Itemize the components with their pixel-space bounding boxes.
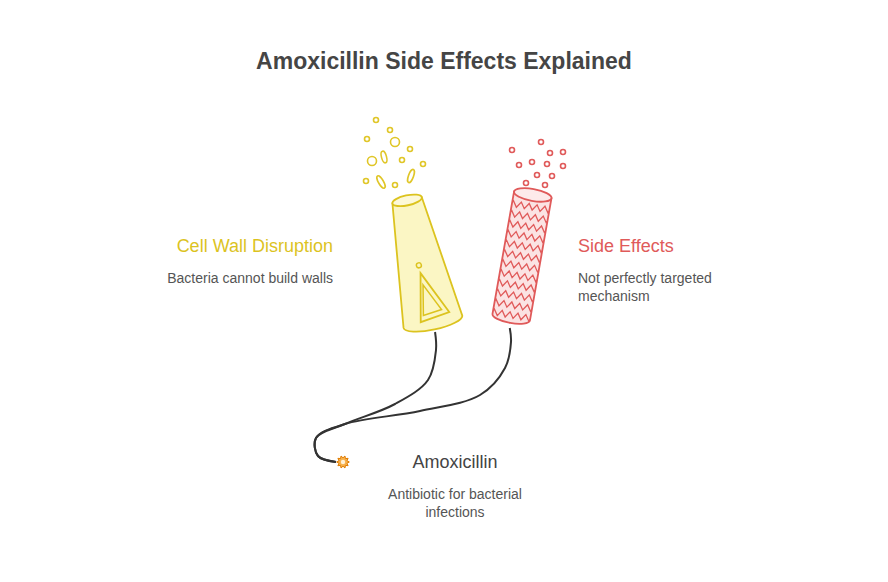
spark-dot (510, 148, 515, 153)
firecracker-node: Cell Wall DisruptionBacteria cannot buil… (385, 190, 462, 332)
spark-dot (530, 160, 535, 165)
zigzag-pattern (500, 249, 544, 263)
cone-body (378, 194, 464, 336)
cone-mark (417, 282, 442, 315)
node-outline (336, 455, 350, 469)
spark-dot (368, 157, 377, 166)
spark-dot (543, 183, 548, 188)
cone-top (391, 192, 422, 208)
spark-core (341, 460, 345, 464)
node-heading: Amoxicillin (372, 451, 538, 473)
spark-dot (388, 128, 393, 133)
spark-dot (421, 162, 426, 167)
spark-dot (548, 151, 553, 156)
spark-dot (524, 181, 529, 186)
fuse-connector (315, 328, 511, 462)
spark-dot (535, 173, 540, 178)
cylinder-body (491, 192, 551, 327)
fuse-node: AmoxicillinAntibiotic for bacterial infe… (336, 455, 350, 469)
spark-dot (365, 137, 370, 142)
spark-drop (380, 151, 388, 164)
spark-dot (561, 150, 566, 155)
spark-dot (561, 164, 566, 169)
zigzag-pattern (491, 298, 535, 312)
firecracker-cylinder (489, 185, 556, 327)
spark-dot (550, 174, 555, 179)
spark-dot (374, 118, 379, 123)
spark-dot (517, 163, 522, 168)
zigzag-pattern (505, 220, 549, 234)
diagram-title: Amoxicillin Side Effects Explained (0, 48, 888, 75)
cone-dot (416, 262, 422, 268)
spark-dot (391, 138, 400, 147)
zigzag-pattern (507, 210, 551, 224)
zigzag-pattern (493, 289, 537, 303)
spark-drop (406, 169, 415, 184)
yellow-sparks (364, 118, 426, 190)
spark-dot (408, 147, 413, 152)
fuse-spark (337, 456, 350, 468)
cylinder-top (513, 186, 553, 204)
spark-dot (539, 140, 544, 145)
spark-dot (364, 179, 369, 184)
spark-drop (375, 175, 386, 190)
zigzag-pattern (496, 269, 540, 283)
node-outline (488, 185, 556, 328)
red-sparks (510, 140, 566, 188)
node-description: Not perfectly targeted mechanism (578, 269, 736, 305)
zigzag-pattern (503, 230, 547, 244)
zigzag-pattern (495, 279, 539, 293)
zigzag-pattern (489, 308, 533, 322)
node-heading: Side Effects (578, 235, 778, 257)
node-heading: Cell Wall Disruption (130, 235, 333, 257)
zigzag-pattern (498, 259, 542, 273)
spark-dot (545, 162, 550, 167)
firecracker-cone (377, 189, 464, 335)
fuse-connector (315, 332, 437, 462)
zigzag-pattern (502, 239, 546, 253)
node-outline (385, 190, 462, 332)
cone-mark (411, 269, 450, 322)
firecracker-node: Side EffectsNot perfectly targeted mecha… (488, 185, 556, 328)
node-description: Antibiotic for bacterial infections (372, 485, 538, 521)
node-description: Bacteria cannot build walls (130, 269, 333, 287)
spark-dot (393, 183, 398, 188)
spark-dot (400, 158, 405, 163)
